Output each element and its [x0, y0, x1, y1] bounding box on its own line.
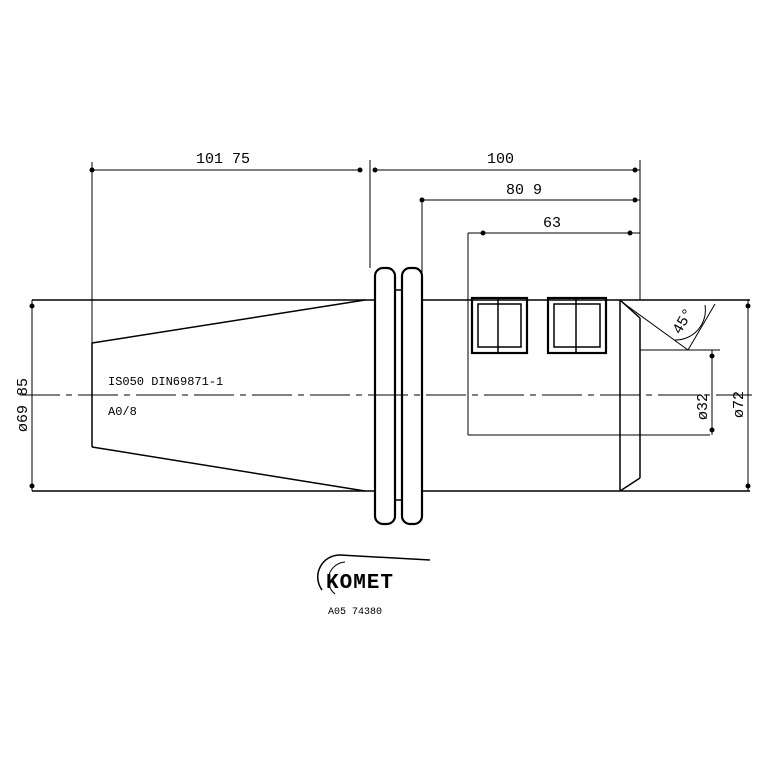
thread-section [470, 296, 608, 355]
dim-left-length: 101 75 [89, 151, 363, 173]
part-number: A05 74380 [328, 607, 382, 618]
brand-name: KOMET [326, 572, 394, 595]
flange [365, 266, 424, 526]
dim-taper-diameter-label: ø69 85 [15, 378, 32, 432]
taper-shank [32, 162, 366, 492]
angle-label: 45° [670, 306, 698, 338]
komet-logo: KOMET A05 74380 [317, 554, 431, 618]
dim-total-length: 100 [372, 151, 641, 300]
dim-thread-depth: 63 [468, 215, 640, 236]
dim-bore-diameter-label: ø32 [695, 393, 712, 420]
dim-bore-diameter: ø32 [640, 349, 720, 435]
standard-note: IS050 DIN69871-1 [108, 375, 223, 389]
front-body [422, 233, 750, 492]
dim-outer-diameter: ø72 [731, 300, 751, 491]
dim-total-length-label: 100 [487, 151, 514, 168]
angle-marker: 45° [621, 301, 716, 351]
dim-left-length-label: 101 75 [196, 151, 250, 168]
dim-taper-diameter: ø69 85 [15, 300, 35, 491]
form-note: A0/8 [108, 405, 137, 419]
dim-bore-depth: 80 9 [419, 182, 640, 300]
dim-bore-depth-label: 80 9 [506, 182, 542, 199]
dim-thread-depth-label: 63 [543, 215, 561, 232]
dim-outer-diameter-label: ø72 [731, 391, 748, 418]
